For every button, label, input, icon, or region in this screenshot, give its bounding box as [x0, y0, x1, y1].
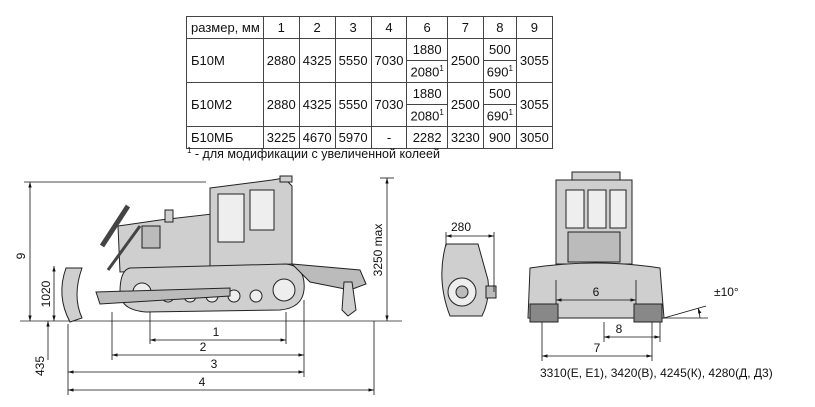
front-grille: [567, 231, 621, 263]
side-view: [20, 175, 402, 323]
value-cell: 4670: [298, 126, 336, 149]
lift-cylinder: [99, 204, 131, 248]
value-cell: 6901: [482, 60, 517, 83]
value-cell: 2500: [446, 82, 484, 127]
dim-label-2: 2: [200, 340, 207, 354]
header-cell: размер, мм: [186, 16, 264, 39]
cab-window: [249, 189, 275, 231]
model-cell: Б10М2: [186, 82, 264, 127]
dim-label-angle: ±10°: [714, 285, 739, 299]
front-window: [565, 189, 585, 229]
dim-label-6: 6: [593, 285, 600, 299]
dim-label-8: 8: [616, 322, 623, 336]
front-view: [527, 171, 665, 323]
dim-label-7: 7: [594, 341, 601, 355]
value-cell: 3050: [515, 126, 553, 149]
value-cell: 4325: [298, 38, 336, 83]
push-arm: [95, 287, 231, 305]
engine-hood: [117, 213, 215, 273]
value-cell: 2880: [262, 82, 300, 127]
value-cell: 500: [482, 82, 517, 105]
footnote: 1 - для модификации с увеличенной колеей: [187, 146, 440, 162]
dim-label-435: 435: [33, 356, 47, 376]
dimensions-table: размер, мм 1 2 3 4 6 7 8 9 Б10М 2880 432…: [186, 16, 553, 149]
grille: [141, 225, 161, 249]
value-cell: 6901: [482, 104, 517, 127]
roof-lights: [571, 171, 621, 181]
value-cell: 3055: [515, 38, 553, 83]
table-row: 20801 6901: [187, 104, 553, 127]
value-cell: 4325: [298, 82, 336, 127]
table-row: Б10МБ 3225 4670 5970 - 2282 3230 900 305…: [186, 126, 553, 149]
front-window: [609, 189, 627, 229]
front-blade: [527, 262, 665, 319]
blade-profile-view: [441, 243, 497, 317]
table-row: Б10М 2880 4325 5550 7030 1880 2500 500 3…: [186, 38, 553, 83]
value-cell: 500: [482, 38, 517, 61]
dim-label-1020: 1020: [39, 280, 53, 307]
lift-rod: [106, 225, 142, 271]
profile-dimensions: [445, 232, 495, 292]
value-cell: 1880: [406, 38, 448, 61]
value-cell: 3055: [515, 82, 553, 127]
value-cell: 900: [482, 126, 517, 149]
dim-label-3: 3: [211, 357, 218, 371]
model-cell: Б10М: [186, 38, 264, 83]
value-cell: 7030: [370, 82, 408, 127]
dim-label-1: 1: [213, 325, 220, 339]
roof-light: [279, 175, 293, 183]
blade: [61, 267, 83, 323]
ripper-shank: [341, 281, 357, 317]
value-cell: 3225: [262, 126, 300, 149]
value-cell: 20801: [406, 104, 448, 127]
front-dimension-labels: 6 8 7 ±10° 3310(Е, Е1), 3420(В), 4245(К)…: [540, 285, 773, 380]
value-cell: 2282: [406, 126, 448, 149]
dim-label-4: 4: [199, 375, 206, 389]
front-window: [587, 189, 607, 229]
value-cell: 3230: [446, 126, 484, 149]
dim-label-3250: 3250 max: [371, 224, 385, 277]
right-track: [633, 303, 663, 323]
value-cell: 5550: [334, 82, 372, 127]
value-cell: 2500: [446, 38, 484, 83]
side-dimension-labels: 9 1020 435 3250 max 1 2 3 4: [14, 224, 385, 389]
dim-label-9: 9: [14, 252, 28, 259]
table-header-row: размер, мм 1 2 3 4 6 7 8 9: [186, 16, 553, 39]
value-cell: 7030: [370, 38, 408, 83]
track-width-variants: 3310(Е, Е1), 3420(В), 4245(К), 4280(Д, Д…: [540, 366, 773, 380]
front-dimensions: [541, 280, 708, 361]
left-track: [529, 303, 559, 323]
side-dimensions: [24, 177, 394, 395]
value-cell: 5550: [334, 38, 372, 83]
dim-label-280: 280: [451, 220, 471, 234]
cab-window: [217, 193, 245, 243]
table-row: Б10М2 2880 4325 5550 7030 1880 2500 500 …: [186, 82, 553, 127]
exhaust-pipe: [164, 209, 174, 223]
